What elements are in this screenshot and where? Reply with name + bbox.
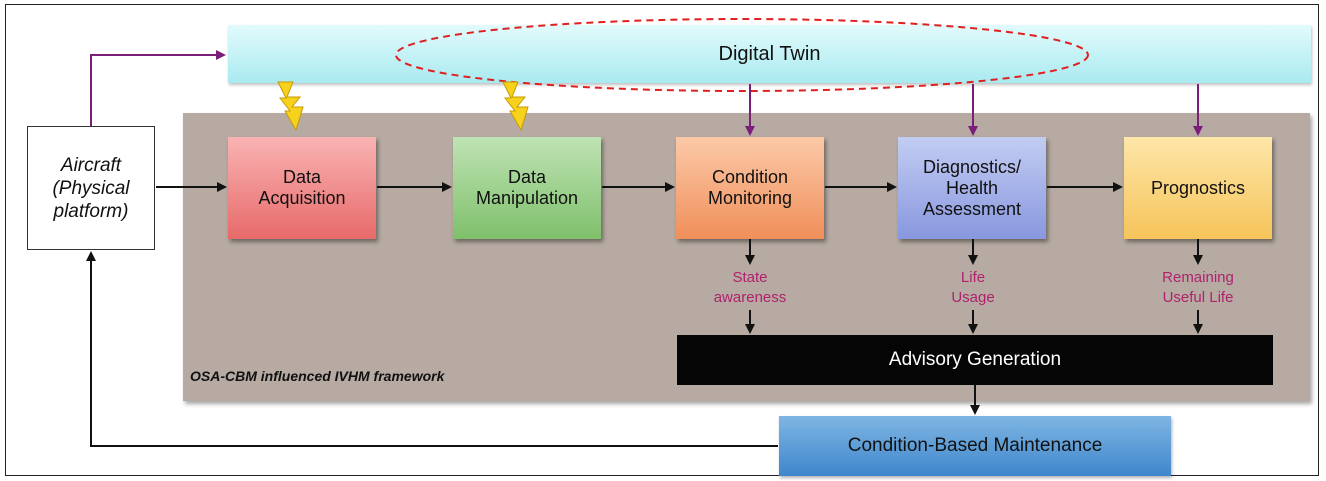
digital-twin-highlight-ellipse [395,18,1089,92]
condition-based-maintenance-block: Condition-Based Maintenance [779,416,1171,476]
aircraft-box: Aircraft (Physical platform) [27,126,155,250]
digital-twin-bar: Digital Twin [228,25,1311,83]
diagnostics-block: Diagnostics/ Health Assessment [898,137,1046,239]
remaining-useful-life-label: Remaining Useful Life [1162,269,1234,306]
data-manipulation-block: Data Manipulation [453,137,601,239]
diagram-frame [5,4,1319,476]
data-acquisition-block: Data Acquisition [228,137,376,239]
condition-monitoring-block: Condition Monitoring [676,137,824,239]
prognostics-block: Prognostics [1124,137,1272,239]
advisory-generation-block: Advisory Generation [677,335,1273,385]
digital-twin-label: Digital Twin [718,42,821,65]
state-awareness-label: State awareness [713,269,787,306]
life-usage-label: Life Usage [951,269,995,306]
lightning-bolt-icon [502,81,529,132]
aircraft-to-twin-link [90,50,226,126]
cbm-to-aircraft-feedback-arrow [86,251,778,447]
lightning-bolt-icon [277,81,304,132]
framework-label: OSA-CBM influenced IVHM framework [190,368,445,384]
